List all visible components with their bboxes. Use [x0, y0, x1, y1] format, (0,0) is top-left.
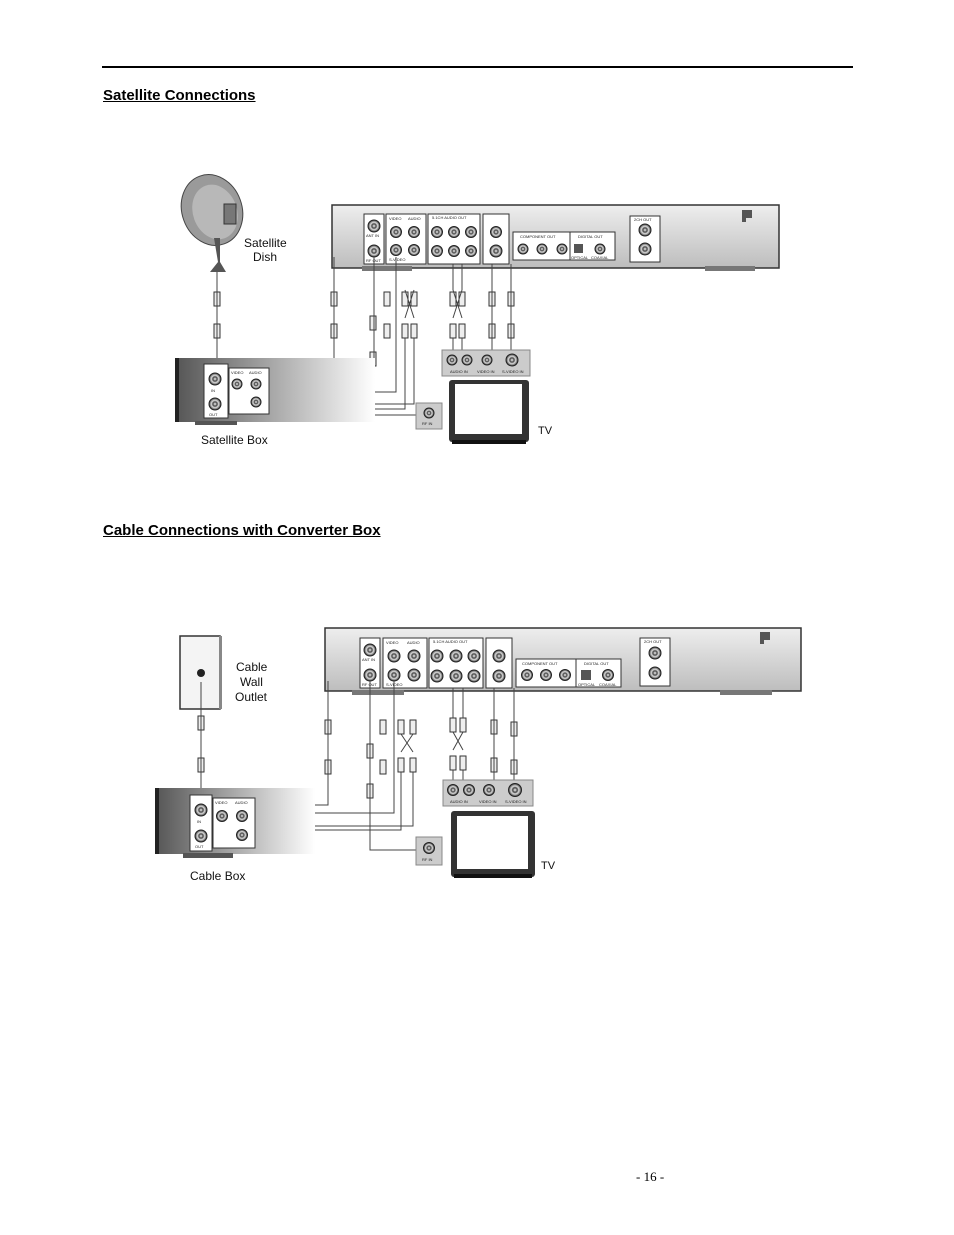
digital-out-label: DIGITAL OUT [578, 234, 603, 239]
optical-label-2: OPTICAL [578, 682, 596, 687]
audio-label-2: AUDIO [407, 640, 420, 645]
audio-label: AUDIO [408, 216, 421, 221]
outlet-label-line1: Cable [236, 660, 268, 674]
dvd-player-rear-panel: ANT IN RF OUT VIDEO AUDIO S-VIDEO 5.1CH … [331, 204, 780, 271]
box-audio-label: AUDIO [249, 370, 262, 375]
cable-box-in-label: IN [197, 819, 201, 824]
dish-label-line2: Dish [253, 250, 277, 264]
satellite-box-label: Satellite Box [201, 433, 268, 447]
ant-in-label-2: ANT IN [362, 657, 375, 662]
satellite-box: IN OUT VIDEO AUDIO [175, 358, 375, 425]
component-out-label: COMPONENT OUT [520, 234, 556, 239]
tv-video-in-label: VIDEO IN [477, 369, 495, 374]
tv-input-panel: AUDIO IN VIDEO IN S-VIDEO IN RF IN [415, 349, 531, 430]
outlet-label-line3: Outlet [235, 690, 268, 704]
tv-audio-in-label: AUDIO IN [450, 369, 468, 374]
tv-audio-in-label-2: AUDIO IN [450, 799, 468, 804]
component-out-label-2: COMPONENT OUT [522, 661, 558, 666]
box-out-label: OUT [209, 412, 218, 417]
tv-svideo-in-label-2: S-VIDEO IN [505, 799, 527, 804]
video-label-2: VIDEO [386, 640, 398, 645]
header-rule [102, 66, 853, 68]
cable-section-title: Cable Connections with Converter Box [103, 522, 381, 539]
tv-label: TV [538, 425, 553, 437]
coaxial-label: COAXIAL [591, 255, 609, 260]
tv-icon [449, 380, 529, 444]
power-cord-icon [742, 210, 752, 222]
coaxial-label-2: COAXIAL [599, 682, 617, 687]
tv-input-panel-2: AUDIO IN VIDEO IN S-VIDEO IN RF IN [415, 779, 534, 866]
ch-audio-out-label-2: 5.1CH AUDIO OUT [433, 639, 468, 644]
tv-rf-in-label: RF IN [422, 421, 433, 426]
satellite-section-title: Satellite Connections [103, 87, 256, 104]
cable-diagram: Cable Wall Outlet ANT IN RF OUT VIDEO AU… [155, 627, 802, 883]
page-number: - 16 - [636, 1169, 665, 1184]
svideo-label: S-VIDEO [389, 257, 405, 262]
ant-in-label: ANT IN [366, 233, 379, 238]
dish-label-line1: Satellite [244, 236, 287, 250]
tv-rf-in-label-2: RF IN [422, 857, 433, 862]
ch-out-label: 2CH OUT [634, 217, 652, 222]
digital-out-label-2: DIGITAL OUT [584, 661, 609, 666]
box-video-label: VIDEO [231, 370, 243, 375]
satellite-dish-icon [180, 174, 244, 272]
cable-box-label: Cable Box [190, 869, 245, 883]
ch-audio-out-label: 5.1CH AUDIO OUT [432, 215, 467, 220]
cable-box-audio-label: AUDIO [235, 800, 248, 805]
tv-icon-2 [451, 811, 535, 878]
cable-box: IN OUT VIDEO AUDIO [155, 788, 315, 858]
optical-label: OPTICAL [571, 255, 589, 260]
satellite-diagram: Satellite Dish ANT IN RF OUT VIDEO AUDIO… [175, 174, 780, 447]
video-label: VIDEO [389, 216, 401, 221]
ch-out-label-2: 2CH OUT [644, 639, 662, 644]
cable-box-out-label: OUT [195, 844, 204, 849]
tv-svideo-in-label: S-VIDEO IN [502, 369, 524, 374]
outlet-label-line2: Wall [240, 675, 263, 689]
tv-video-in-label-2: VIDEO IN [479, 799, 497, 804]
dvd-player-rear-panel-2: ANT IN RF OUT VIDEO AUDIO S-VIDEO 5.1CH … [324, 627, 802, 695]
box-in-label: IN [211, 388, 215, 393]
power-cord-icon-2 [760, 632, 770, 644]
cable-box-video-label: VIDEO [215, 800, 227, 805]
wall-outlet-icon [179, 635, 222, 710]
tv-label-2: TV [541, 860, 556, 872]
